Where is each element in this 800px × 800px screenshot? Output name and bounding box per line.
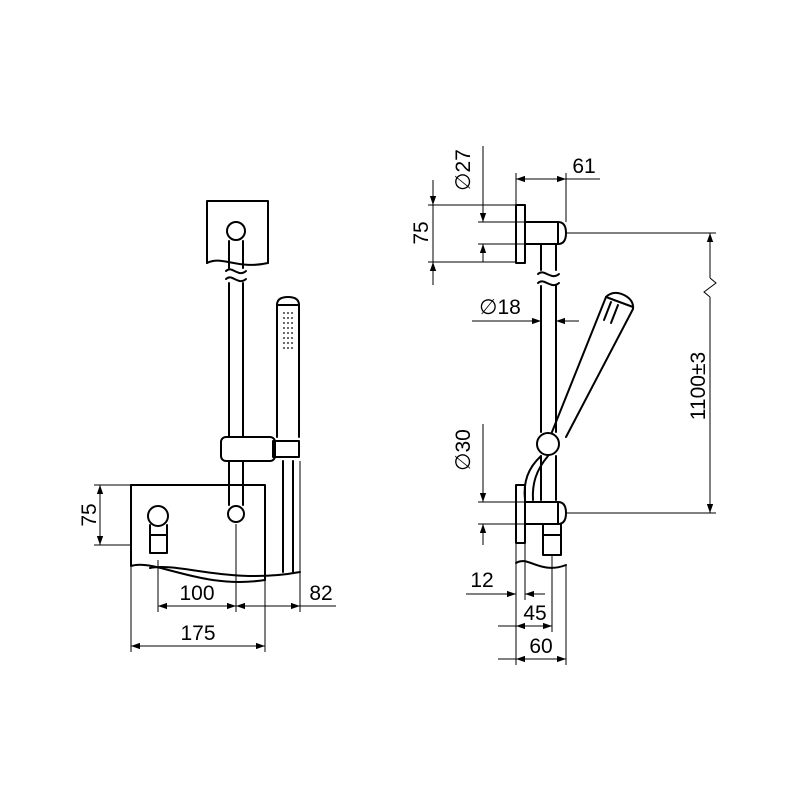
dim-label-100: 100 xyxy=(179,582,214,605)
dim-label-60: 60 xyxy=(529,635,552,658)
dim-label-75-side: 75 xyxy=(410,221,433,244)
spray-nozzles xyxy=(283,312,293,349)
dim-label-75: 75 xyxy=(78,503,101,526)
side-view: ∅27 75 61 ∅18 xyxy=(410,146,717,665)
dim-label-dia-18: ∅18 xyxy=(479,296,521,319)
dim-label-1100: 1100±3 xyxy=(687,352,710,420)
dim-label-dia-30: ∅30 xyxy=(452,429,475,471)
mixer-body xyxy=(130,484,301,583)
dim-label-61: 61 xyxy=(572,155,595,178)
dim-label-82: 82 xyxy=(309,582,332,605)
front-view: 75 100 82 175 xyxy=(78,200,336,652)
hand-shower xyxy=(276,296,301,612)
dim-width-61: 61 xyxy=(515,155,600,222)
dim-height-75-front: 75 xyxy=(78,484,131,546)
shower-rail xyxy=(225,240,247,523)
side-hose xyxy=(523,455,549,501)
dim-height-1100: 1100±3 xyxy=(566,232,717,514)
dim-width-100: 100 xyxy=(157,524,237,612)
dim-label-175: 175 xyxy=(180,622,215,645)
dim-width-45: 45 xyxy=(498,555,553,632)
dim-label-dia-27: ∅27 xyxy=(452,149,475,191)
side-hand-shower xyxy=(551,291,635,438)
dim-width-12: 12 xyxy=(466,543,545,665)
dim-dia-18: ∅18 xyxy=(472,296,579,325)
dim-dia-27: ∅27 xyxy=(452,146,525,263)
dim-width-60: 60 xyxy=(498,565,567,665)
dim-label-12: 12 xyxy=(470,569,493,592)
dim-width-175: 175 xyxy=(130,566,266,652)
dim-width-82: 82 xyxy=(236,582,336,610)
dim-label-45: 45 xyxy=(523,602,546,625)
side-lower-outlet xyxy=(515,484,567,569)
dim-height-75-side: 75 xyxy=(410,180,516,285)
side-slider-ball xyxy=(536,432,560,456)
dim-dia-30: ∅30 xyxy=(452,424,525,545)
side-shower-rail xyxy=(537,243,560,501)
rail-slider xyxy=(220,436,300,462)
wall-bracket-plate xyxy=(206,200,269,266)
